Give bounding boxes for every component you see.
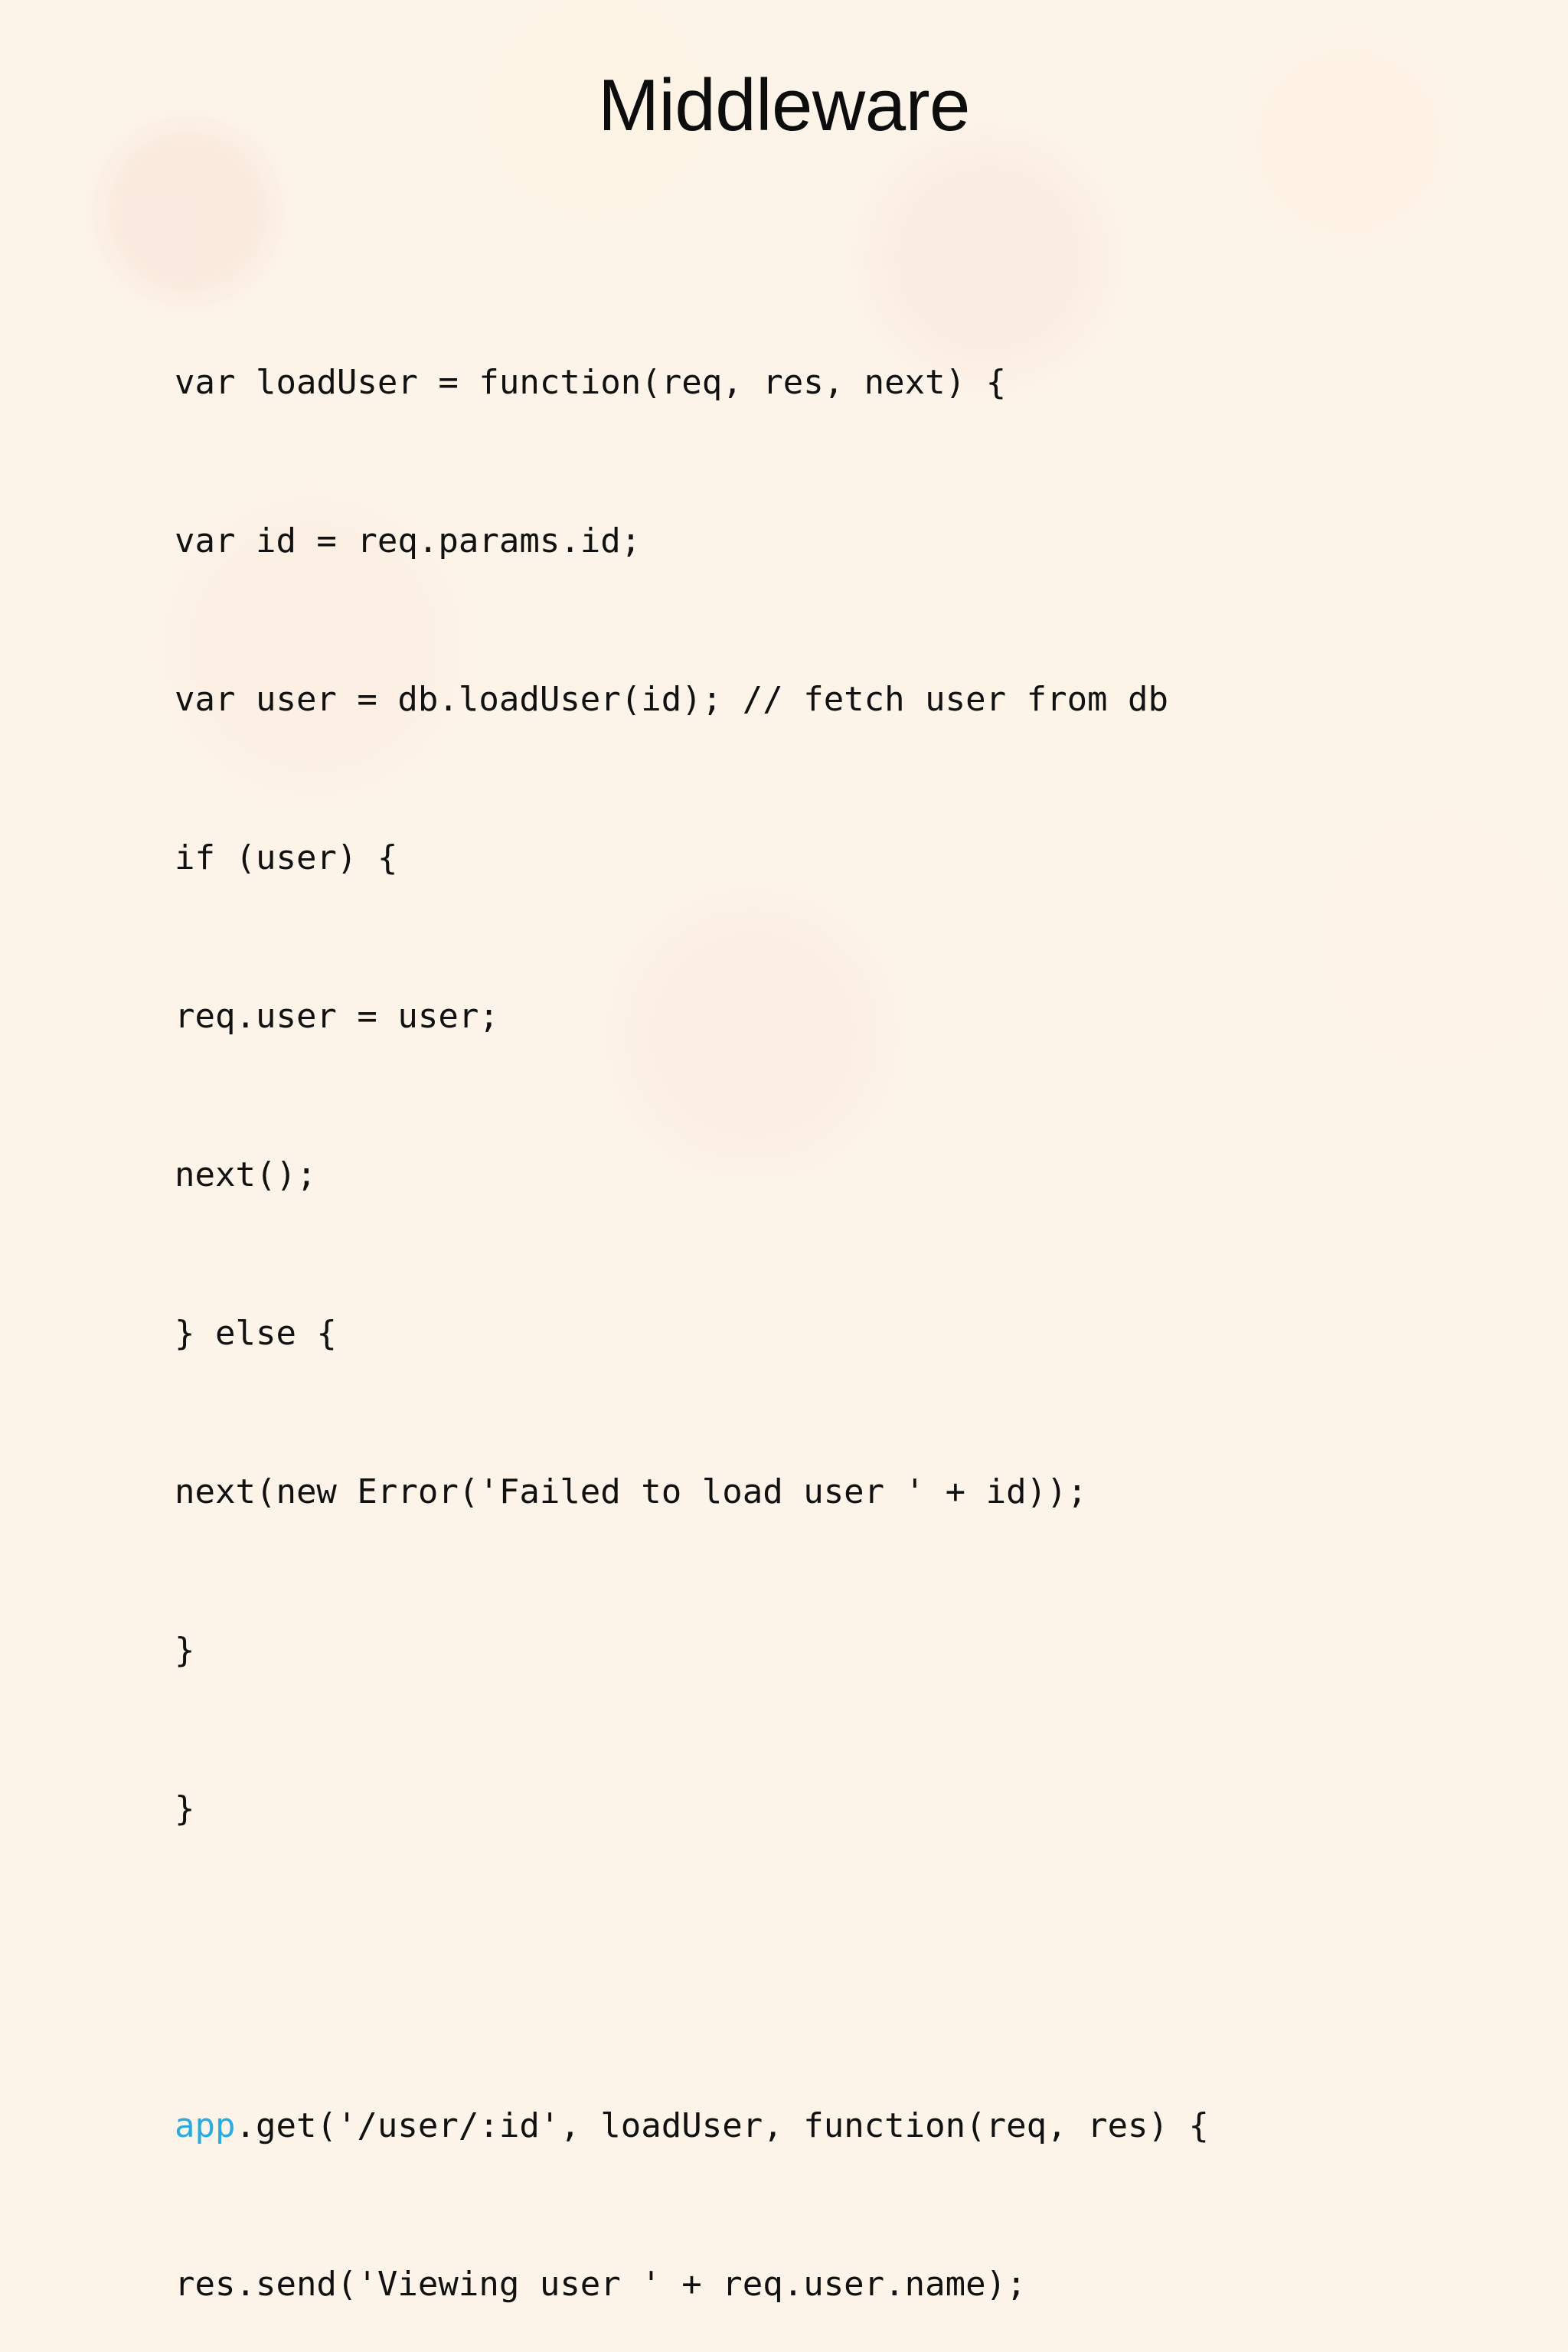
code-line: var loadUser = function(req, res, next) … xyxy=(175,363,1007,402)
code-line: } xyxy=(175,1789,195,1828)
code-line: app.get('/user/:id', loadUser, function(… xyxy=(175,2099,1209,2152)
code-line-blank xyxy=(175,1941,1209,1994)
page-title: Middleware xyxy=(598,64,970,147)
code-line: next(); xyxy=(175,1155,317,1194)
code-line: if (user) { xyxy=(175,838,398,877)
code-line: var user = db.loadUser(id); // fetch use… xyxy=(175,680,1169,719)
code-line: next(new Error('Failed to load user ' + … xyxy=(175,1472,1088,1511)
slide: Middleware var loadUser = function(req, … xyxy=(0,0,1568,2304)
code-line: var id = req.params.id; xyxy=(175,521,642,560)
code-line-remainder: .get('/user/:id', loadUser, function(req… xyxy=(235,2106,1210,2145)
code-line: res.send('Viewing user ' + req.user.name… xyxy=(175,2265,1027,2304)
code-line: req.user = user; xyxy=(175,997,499,1036)
code-line: } else { xyxy=(175,1314,337,1353)
code-token-app: app xyxy=(175,2106,236,2145)
code-block: var loadUser = function(req, res, next) … xyxy=(175,303,1209,2352)
code-line: } xyxy=(175,1631,195,1670)
